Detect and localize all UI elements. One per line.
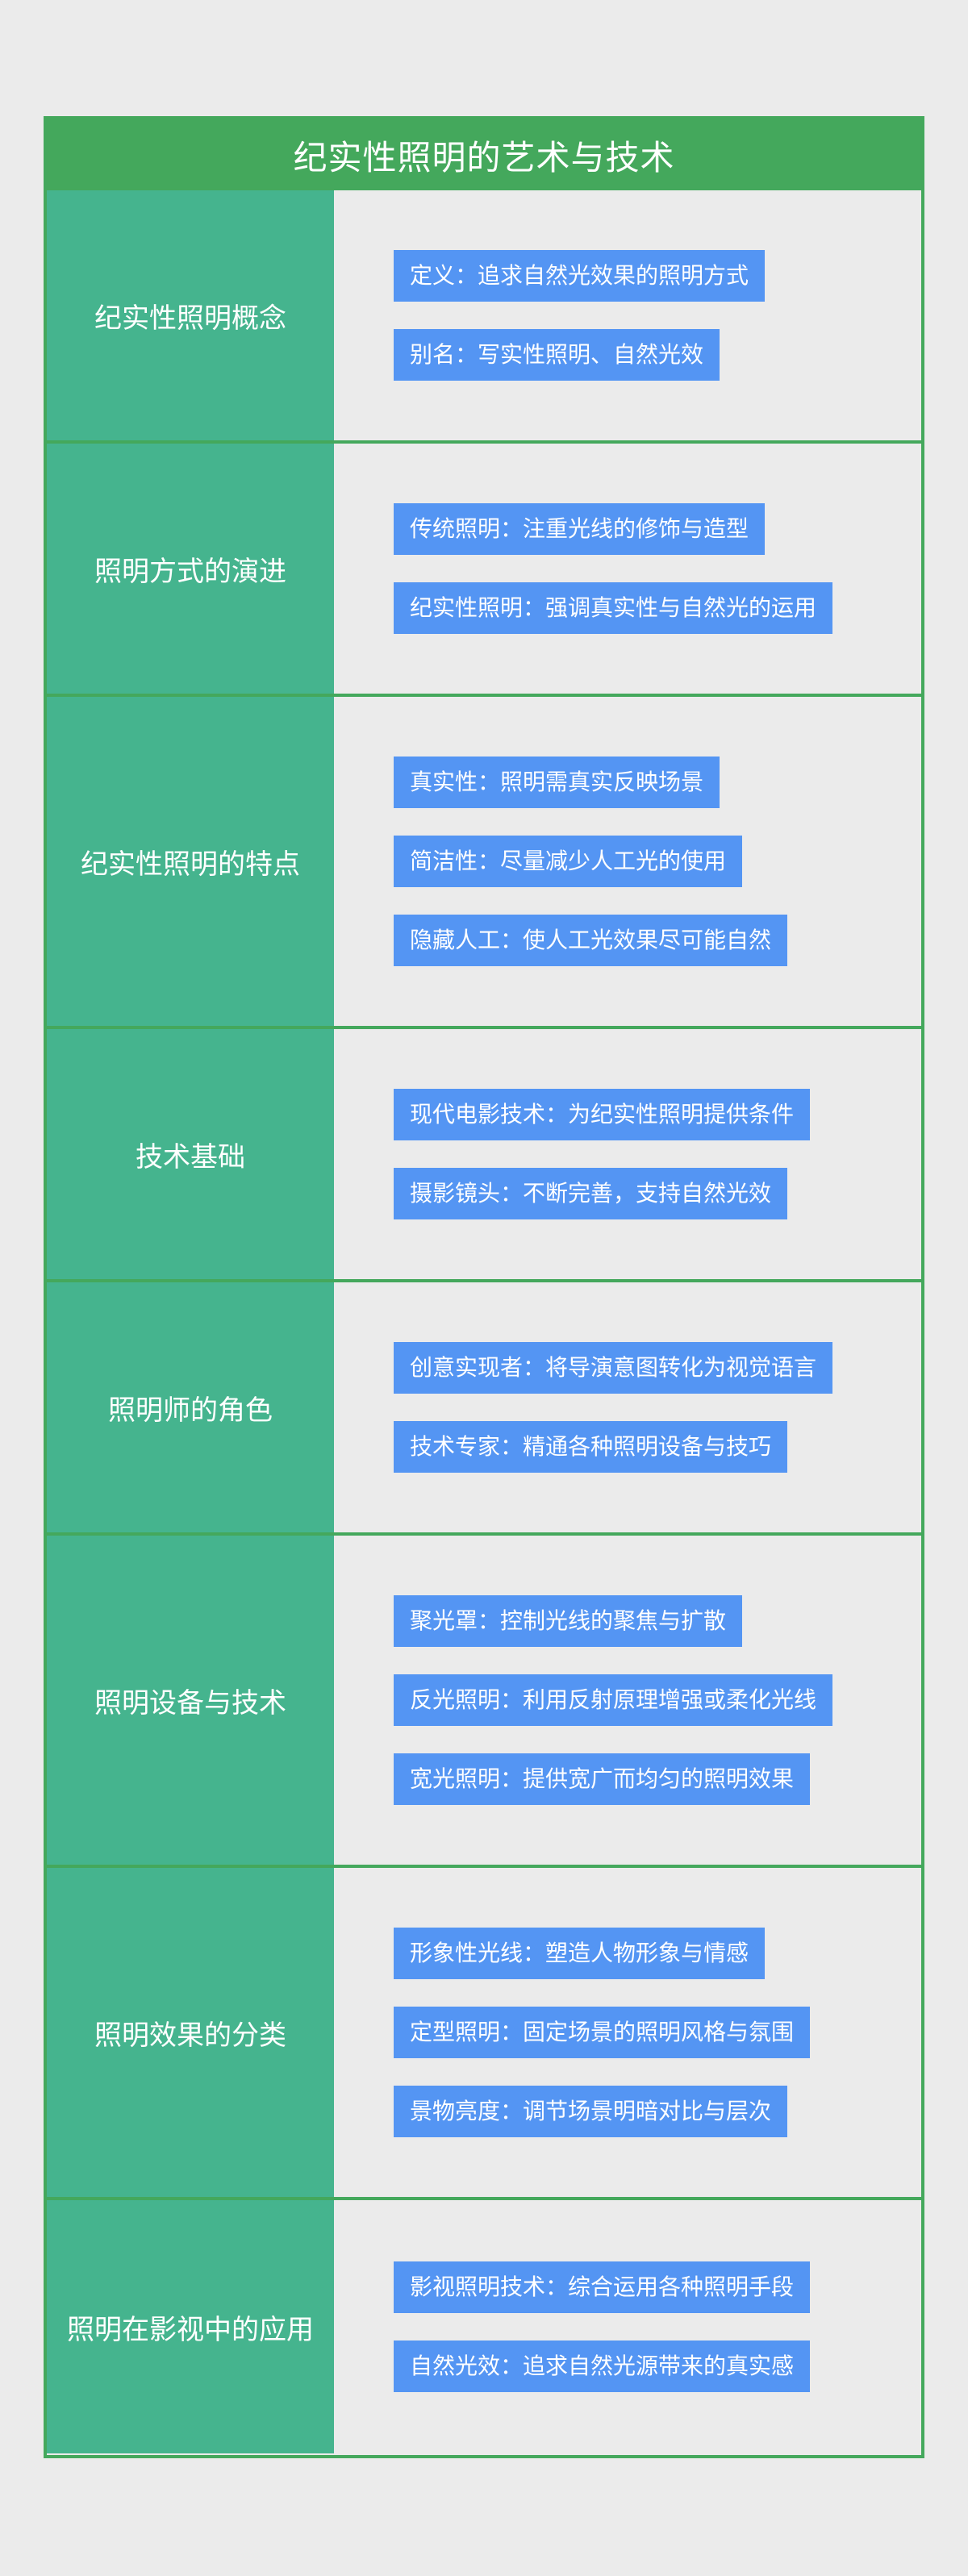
item-box: 纪实性照明：强调真实性与自然光的运用 (394, 582, 833, 634)
item-box: 自然光效：追求自然光源带来的真实感 (394, 2340, 811, 2392)
item-box: 景物亮度：调节场景明暗对比与层次 (394, 2086, 788, 2137)
category-items: 形象性光线：塑造人物形象与情感 定型照明：固定场景的照明风格与氛围 景物亮度：调… (334, 1868, 921, 2197)
category-label: 照明方式的演进 (47, 444, 334, 694)
category-row: 纪实性照明概念 定义：追求自然光效果的照明方式 别名：写实性照明、自然光效 (47, 190, 921, 444)
category-row: 纪实性照明的特点 真实性：照明需真实反映场景 简洁性：尽量减少人工光的使用 隐藏… (47, 697, 921, 1029)
diagram-frame: 纪实性照明的艺术与技术 纪实性照明概念 定义：追求自然光效果的照明方式 别名：写… (44, 116, 924, 2458)
category-row: 照明师的角色 创意实现者：将导演意图转化为视觉语言 技术专家：精通各种照明设备与… (47, 1282, 921, 1536)
category-items: 聚光罩：控制光线的聚焦与扩散 反光照明：利用反射原理增强或柔化光线 宽光照明：提… (334, 1536, 921, 1865)
category-row: 照明效果的分类 形象性光线：塑造人物形象与情感 定型照明：固定场景的照明风格与氛… (47, 1868, 921, 2200)
category-items: 影视照明技术：综合运用各种照明手段 自然光效：追求自然光源带来的真实感 (334, 2200, 921, 2453)
item-box: 定义：追求自然光效果的照明方式 (394, 250, 766, 302)
category-items: 真实性：照明需真实反映场景 简洁性：尽量减少人工光的使用 隐藏人工：使人工光效果… (334, 697, 921, 1026)
item-box: 别名：写实性照明、自然光效 (394, 329, 720, 381)
category-label: 纪实性照明的特点 (47, 697, 334, 1026)
category-label: 照明设备与技术 (47, 1536, 334, 1865)
item-box: 现代电影技术：为纪实性照明提供条件 (394, 1089, 811, 1140)
item-box: 创意实现者：将导演意图转化为视觉语言 (394, 1342, 833, 1394)
item-box: 宽光照明：提供宽广而均匀的照明效果 (394, 1753, 811, 1805)
category-items: 现代电影技术：为纪实性照明提供条件 摄影镜头：不断完善，支持自然光效 (334, 1029, 921, 1279)
category-label: 照明在影视中的应用 (47, 2200, 334, 2453)
item-box: 技术专家：精通各种照明设备与技巧 (394, 1421, 788, 1473)
item-box: 摄影镜头：不断完善，支持自然光效 (394, 1168, 788, 1219)
category-row: 照明设备与技术 聚光罩：控制光线的聚焦与扩散 反光照明：利用反射原理增强或柔化光… (47, 1536, 921, 1868)
category-label: 纪实性照明概念 (47, 190, 334, 440)
item-box: 定型照明：固定场景的照明风格与氛围 (394, 2007, 811, 2058)
item-box: 隐藏人工：使人工光效果尽可能自然 (394, 915, 788, 966)
category-row: 技术基础 现代电影技术：为纪实性照明提供条件 摄影镜头：不断完善，支持自然光效 (47, 1029, 921, 1282)
category-label: 照明师的角色 (47, 1282, 334, 1532)
diagram-title: 纪实性照明的艺术与技术 (47, 119, 921, 190)
category-items: 创意实现者：将导演意图转化为视觉语言 技术专家：精通各种照明设备与技巧 (334, 1282, 921, 1532)
category-row: 照明方式的演进 传统照明：注重光线的修饰与造型 纪实性照明：强调真实性与自然光的… (47, 444, 921, 697)
item-box: 真实性：照明需真实反映场景 (394, 757, 720, 808)
item-box: 简洁性：尽量减少人工光的使用 (394, 836, 743, 887)
category-row: 照明在影视中的应用 影视照明技术：综合运用各种照明手段 自然光效：追求自然光源带… (47, 2200, 921, 2453)
category-label: 技术基础 (47, 1029, 334, 1279)
category-label: 照明效果的分类 (47, 1868, 334, 2197)
item-box: 传统照明：注重光线的修饰与造型 (394, 503, 766, 555)
category-rows: 纪实性照明概念 定义：追求自然光效果的照明方式 别名：写实性照明、自然光效 照明… (47, 190, 921, 2453)
item-box: 形象性光线：塑造人物形象与情感 (394, 1928, 766, 1979)
item-box: 影视照明技术：综合运用各种照明手段 (394, 2261, 811, 2313)
category-items: 定义：追求自然光效果的照明方式 别名：写实性照明、自然光效 (334, 190, 921, 440)
category-items: 传统照明：注重光线的修饰与造型 纪实性照明：强调真实性与自然光的运用 (334, 444, 921, 694)
item-box: 聚光罩：控制光线的聚焦与扩散 (394, 1595, 743, 1647)
item-box: 反光照明：利用反射原理增强或柔化光线 (394, 1674, 833, 1726)
